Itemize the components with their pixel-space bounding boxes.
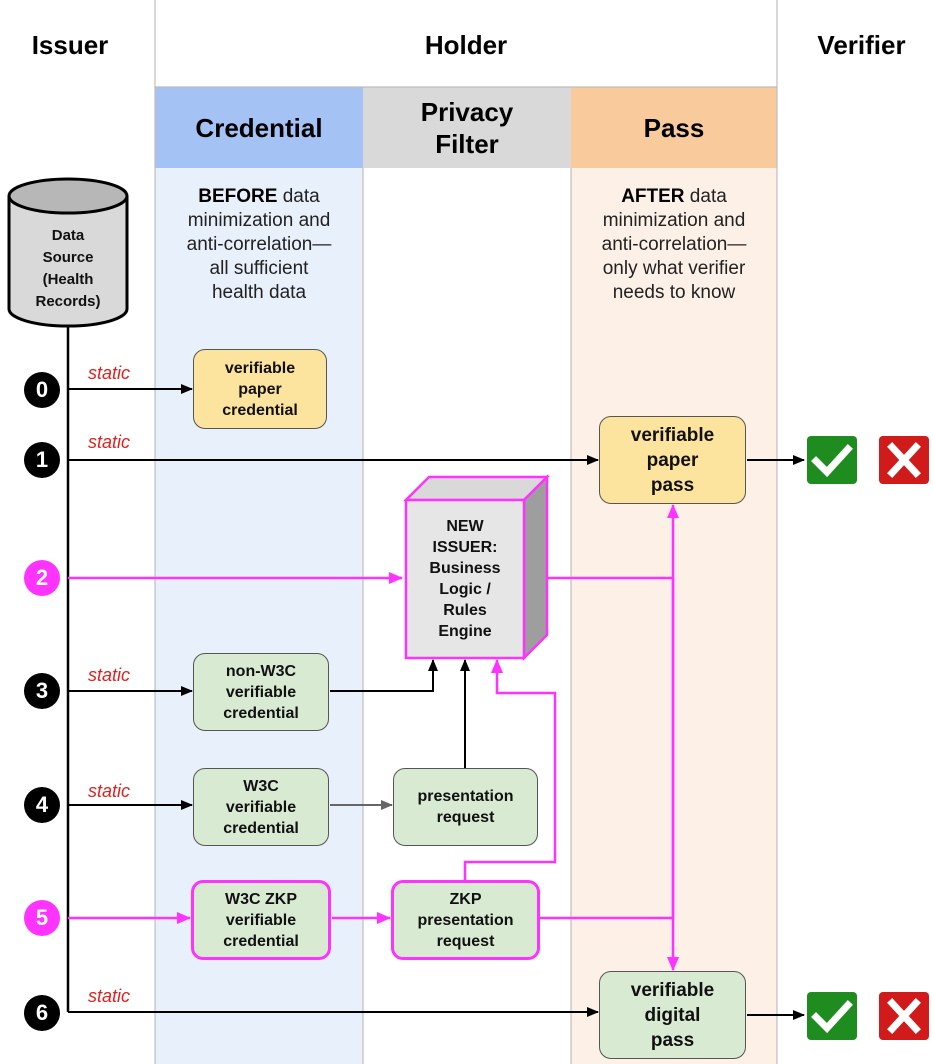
engine-line-6: Engine (438, 623, 492, 640)
paper-pass-line-3: pass (650, 474, 695, 496)
non-w3c-credential-box: non-W3C verifiable credential (193, 653, 329, 731)
before-line-1: data (277, 186, 320, 207)
before-line-3: anti-correlation— (186, 234, 332, 255)
w3c-line-1: W3C (243, 777, 279, 795)
privacy-filter-title-line-1: Privacy (420, 96, 514, 127)
data-source-line-3: (Health (42, 271, 94, 288)
step-0-number: 0 (35, 377, 49, 402)
cross-icon (879, 992, 929, 1040)
step-2-number: 2 (35, 565, 49, 590)
after-line-4: only what verifier (602, 258, 746, 279)
after-line-3: anti-correlation— (601, 234, 747, 255)
w3c-zkp-line-2: verifiable (225, 911, 297, 929)
new-issuer-engine-label: NEW ISSUER: Business Logic / Rules Engin… (406, 500, 524, 658)
step-1-number: 1 (35, 447, 49, 472)
engine-line-4: Logic / (439, 581, 491, 598)
engine-line-5: Rules (443, 602, 487, 619)
paper-pass-line-2: paper (646, 449, 699, 471)
after-line-2: minimization and (602, 210, 746, 231)
engine-line-1: NEW (446, 518, 484, 535)
column-dividers (154, 0, 778, 1064)
verifiable-paper-pass-box: verifiable paper pass (599, 416, 746, 504)
w3c-zkp-credential-box: W3C ZKP verifiable credential (191, 880, 331, 960)
w3c-line-3: credential (223, 819, 299, 837)
step-3-number: 3 (35, 678, 49, 703)
step-2-badge: 2 (24, 560, 60, 596)
data-source-line-4: Records) (35, 293, 101, 310)
w3c-zkp-line-3: credential (223, 932, 299, 950)
before-line-2: minimization and (187, 210, 331, 231)
new-issuer-engine-shape (402, 473, 551, 662)
data-source-line-1: Data (51, 227, 85, 244)
after-description: AFTER data minimization and anti-correla… (574, 185, 774, 305)
data-source-label: Data Source (Health Records) (9, 222, 127, 316)
step-4-number: 4 (35, 792, 49, 817)
before-keyword: BEFORE (198, 186, 278, 207)
privacy-filter-title-line-2: Filter (435, 128, 499, 159)
before-description: BEFORE data minimization and anti-correl… (160, 185, 358, 305)
digital-pass-line-3: pass (650, 1029, 695, 1051)
issuer-header: Issuer (31, 30, 109, 60)
holder-header: Holder (424, 30, 508, 60)
static-label-step-4: static (88, 781, 131, 801)
step-1-badge: 1 (24, 442, 60, 478)
check-icon (807, 992, 857, 1040)
paper-credential-line-2: paper (238, 380, 282, 398)
verifiable-paper-credential-box: verifiable paper credential (193, 349, 327, 429)
step-0-badge: 0 (24, 372, 60, 408)
presentation-line-1: presentation (417, 788, 514, 805)
engine-line-3: Business (429, 560, 501, 577)
after-keyword: AFTER (621, 186, 685, 207)
presentation-request-box: presentation request (393, 768, 538, 846)
before-line-4: all sufficient (209, 258, 309, 279)
step-6-badge: 6 (24, 995, 60, 1031)
static-label-step-1: static (88, 432, 131, 452)
arrow-nonw3c-to-engine (330, 659, 438, 692)
static-label-step-3: static (88, 665, 131, 685)
non-w3c-line-3: credential (223, 704, 299, 722)
engine-line-2: ISSUER: (432, 539, 498, 556)
non-w3c-line-2: verifiable (225, 683, 297, 701)
step-4-badge: 4 (24, 787, 60, 823)
step-6-number: 6 (35, 1000, 49, 1025)
step-3-badge: 3 (24, 673, 60, 709)
step-5-number: 5 (35, 905, 49, 930)
pass-column-title: Pass (643, 112, 705, 143)
data-source-line-2: Source (42, 249, 94, 266)
static-label-step-0: static (88, 363, 131, 383)
arrow-zkp-request-to-engine (463, 659, 557, 880)
verifiable-digital-pass-box: verifiable digital pass (599, 971, 746, 1059)
zkp-request-line-1: ZKP (449, 890, 482, 908)
digital-pass-line-1: verifiable (630, 979, 715, 1001)
after-line-1: data (684, 186, 727, 207)
after-line-5: needs to know (612, 282, 736, 303)
credential-column-title: Credential (195, 112, 323, 143)
data-source-cylinder (7, 177, 129, 328)
paper-credential-line-1: verifiable (224, 359, 296, 377)
w3c-zkp-line-1: W3C ZKP (225, 890, 297, 908)
check-icon (807, 436, 857, 484)
privacy-filter-column-header: Privacy Filter (363, 87, 571, 168)
before-line-5: health data (211, 282, 307, 303)
credential-column-header: Credential (155, 87, 363, 168)
digital-pass-line-2: digital (644, 1004, 701, 1026)
paper-pass-line-1: verifiable (630, 424, 715, 446)
cross-icon (879, 436, 929, 484)
w3c-credential-box: W3C verifiable credential (193, 768, 329, 846)
zkp-request-line-3: request (436, 932, 495, 950)
step-5-badge: 5 (24, 900, 60, 936)
zkp-request-line-2: presentation (417, 911, 514, 929)
zkp-presentation-request-box: ZKP presentation request (391, 880, 540, 960)
pass-column-header: Pass (571, 87, 777, 168)
paper-credential-line-3: credential (222, 401, 298, 419)
static-label-step-6: static (88, 986, 131, 1006)
verifier-header: Verifier (817, 30, 906, 60)
w3c-line-2: verifiable (225, 798, 297, 816)
presentation-line-2: request (436, 809, 495, 826)
non-w3c-line-1: non-W3C (225, 662, 297, 680)
